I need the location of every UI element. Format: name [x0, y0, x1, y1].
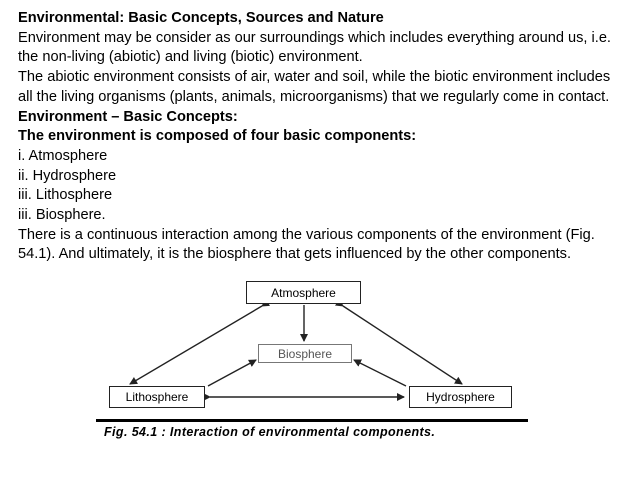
abiotic-line-1: The abiotic environment consists of air,… — [18, 69, 611, 86]
components-heading: The environment is composed of four basi… — [18, 128, 417, 145]
biosphere-box: Biosphere — [258, 344, 352, 363]
arrow-atmosphere-lithosphere — [129, 298, 271, 385]
component-item: i. Atmosphere — [18, 147, 108, 164]
component-item: iii. Lithosphere — [18, 187, 113, 204]
interaction-line-2: 54.1). And ultimately, it is the biosphe… — [18, 246, 572, 263]
intro-line-2: the non-living (abiotic) and living (bio… — [18, 49, 363, 66]
document-text: Environmental: Basic Concepts, Sources a… — [18, 9, 628, 265]
arrow-atmosphere-hydrosphere — [334, 298, 463, 385]
section-heading: Environment – Basic Concepts: — [18, 108, 238, 125]
arrow-lithosphere-biosphere — [207, 359, 257, 387]
document-title: Environmental: Basic Concepts, Sources a… — [18, 10, 384, 26]
lithosphere-box: Lithosphere — [109, 386, 205, 408]
hydrosphere-box: Hydrosphere — [409, 386, 512, 408]
component-item: iii. Biosphere. — [18, 207, 106, 224]
figure-caption: Fig. 54.1 : Interaction of environmental… — [104, 425, 436, 439]
interaction-line-1: There is a continuous interaction among … — [18, 226, 595, 243]
arrow-hydrosphere-biosphere — [353, 359, 407, 387]
atmosphere-box: Atmosphere — [246, 281, 361, 304]
intro-line-1: Environment may be consider as our surro… — [18, 29, 611, 46]
caption-rule — [96, 419, 528, 422]
abiotic-line-2: all the living organisms (plants, animal… — [18, 88, 610, 105]
component-item: ii. Hydrosphere — [18, 167, 117, 184]
